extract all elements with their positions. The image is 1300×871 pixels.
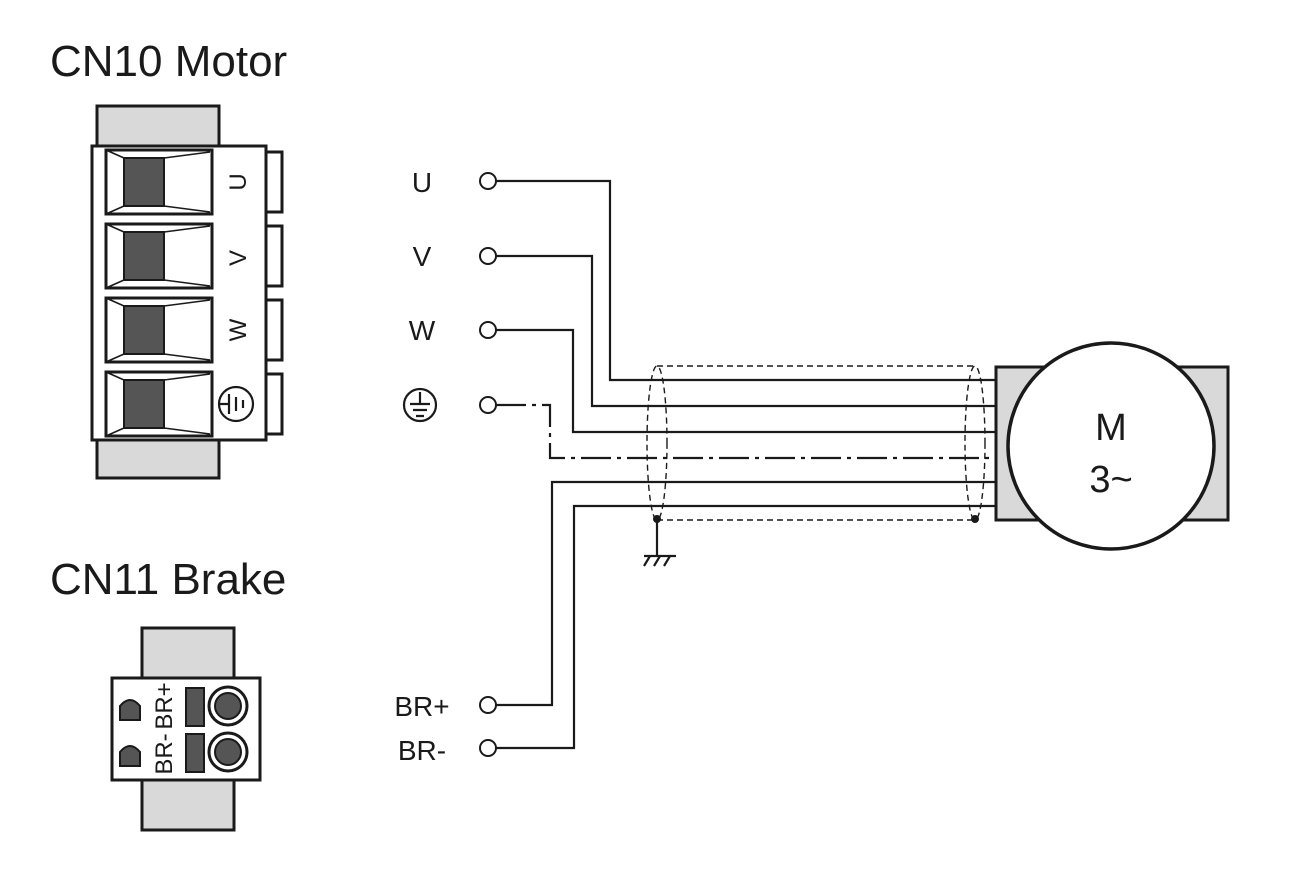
signal-pe-earth-icon xyxy=(402,387,438,423)
signal-u-label: U xyxy=(412,167,432,198)
cn11-pin-br-minus-label: BR- xyxy=(151,733,178,774)
wire-w xyxy=(496,328,995,434)
terminal-pe xyxy=(479,396,497,414)
cn11-pin-br-plus-label: BR+ xyxy=(151,682,178,729)
cn10-pin-v-label: V xyxy=(225,250,252,266)
wire-v xyxy=(496,254,995,408)
cn10-pin-u-label: U xyxy=(225,173,252,190)
motor-label-m: M xyxy=(1095,407,1127,449)
wire-br-minus xyxy=(496,504,995,750)
signal-br-minus-label: BR- xyxy=(398,735,446,766)
cn10-title: CN10 Motor xyxy=(50,37,287,86)
shield-ground-icon xyxy=(643,519,676,567)
wire-u xyxy=(496,179,995,382)
terminal-w xyxy=(479,321,497,339)
cn10-connector: U V W xyxy=(90,104,284,480)
wire-br-plus xyxy=(496,480,995,707)
cn11-title: CN11 Brake xyxy=(50,555,286,604)
signal-v-label: V xyxy=(413,241,432,272)
terminal-u xyxy=(479,172,497,190)
cn11-connector: BR+ BR- xyxy=(110,626,262,832)
cn10-slot-pe xyxy=(104,370,214,438)
cn10-pin-w-label: W xyxy=(225,318,252,341)
terminal-br-minus xyxy=(479,739,497,757)
cn10-slot-v xyxy=(104,222,214,290)
signal-br-plus-label: BR+ xyxy=(394,691,449,722)
cable-shield xyxy=(646,365,986,523)
wire-pe xyxy=(496,403,995,460)
terminal-br-plus xyxy=(479,696,497,714)
signal-w-label: W xyxy=(409,315,436,346)
motor-label-phase: 3~ xyxy=(1089,459,1132,501)
cn10-slot-w xyxy=(104,296,214,364)
cn10-slot-u xyxy=(104,148,214,216)
terminal-v xyxy=(479,247,497,265)
cn10-earth-icon xyxy=(217,385,255,423)
motor: M 3~ xyxy=(994,341,1230,551)
